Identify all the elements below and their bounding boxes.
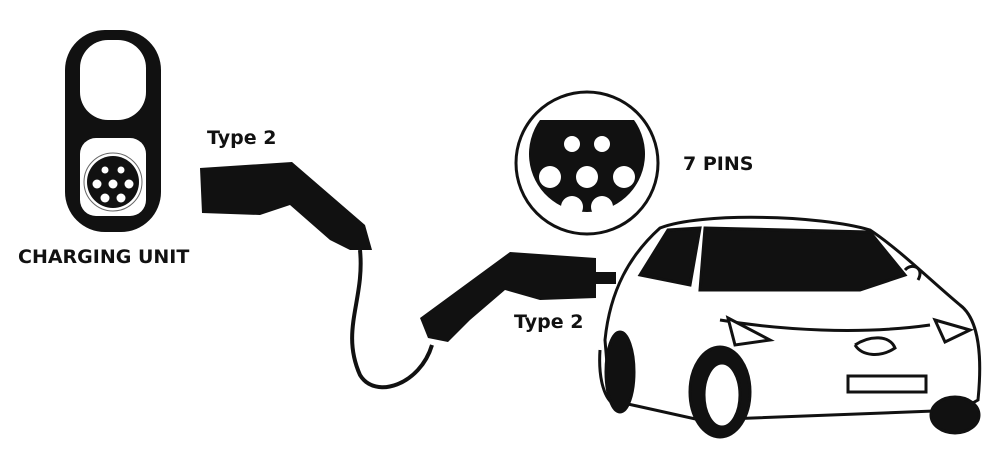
pins-label: 7 PINS: [683, 153, 754, 175]
type2-plug-left-icon: [200, 162, 372, 250]
type2-label-left: Type 2: [207, 127, 277, 149]
seven-pin-connector-icon: [514, 90, 660, 236]
type2-plug-right-icon: [420, 252, 616, 342]
charging-unit-icon: [65, 30, 161, 232]
charging-cable: [350, 249, 434, 390]
type2-label-right: Type 2: [514, 311, 584, 333]
charging-unit-label: CHARGING UNIT: [18, 246, 190, 268]
electric-car-icon: [598, 215, 982, 439]
